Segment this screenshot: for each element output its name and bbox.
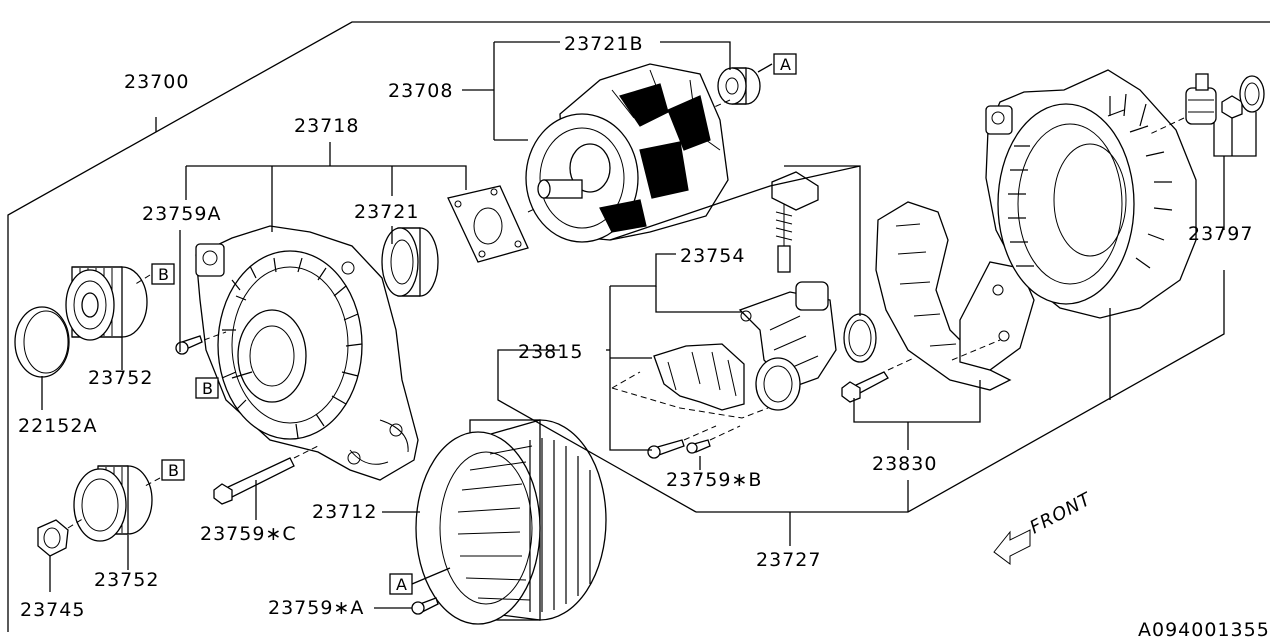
stator-23712[interactable] <box>415 419 607 625</box>
rectifier-23830[interactable] <box>875 201 1035 391</box>
ref-box-a-top: A <box>773 53 797 75</box>
ref-box-a-bottom-letter: A <box>396 575 407 594</box>
ref-box-a-top-letter: A <box>780 55 791 74</box>
label-22152A: 22152A <box>18 415 97 437</box>
label-23752-bottom: 23752 <box>94 569 159 591</box>
bolt-23759A-star[interactable] <box>411 597 439 615</box>
label-23752-top: 23752 <box>88 367 153 389</box>
label-23797: 23797 <box>1188 223 1253 245</box>
pulley-23752-bottom[interactable] <box>73 465 161 570</box>
bolt-23759A[interactable] <box>175 230 227 355</box>
label-23830: 23830 <box>872 453 937 475</box>
label-23759B: 23759∗B <box>666 469 762 491</box>
nut-23745[interactable] <box>37 517 85 592</box>
front-arrow-icon <box>993 529 1031 565</box>
label-23745: 23745 <box>20 599 85 621</box>
label-23708: 23708 <box>388 80 453 102</box>
terminal-nut[interactable] <box>1221 95 1243 119</box>
pulley-cap-22152A[interactable] <box>14 306 70 410</box>
label-23700: 23700 <box>124 71 189 93</box>
front-label: FRONT <box>1026 488 1095 538</box>
drive-end-housing[interactable] <box>195 225 419 481</box>
bolt-23759C[interactable] <box>213 445 319 520</box>
ref-box-b-pulley-letter: B <box>158 265 169 284</box>
assembly-frame <box>7 21 1270 632</box>
ref-box-b-housing: B <box>195 377 219 399</box>
brush-holder-23754[interactable] <box>771 171 819 273</box>
label-23759C: 23759∗C <box>200 523 297 545</box>
seal-ring[interactable] <box>843 313 877 363</box>
bolts-23759B[interactable] <box>647 425 741 459</box>
label-23718: 23718 <box>294 115 359 137</box>
terminal-cap[interactable] <box>1239 75 1265 113</box>
ref-box-b-pulley2-letter: B <box>168 461 179 480</box>
label-23759A: 23759A <box>142 203 221 225</box>
label-23712: 23712 <box>312 501 377 523</box>
brush-holder-assembly[interactable] <box>611 343 769 419</box>
label-23721B: 23721B <box>564 33 643 55</box>
ref-box-b-pulley2: B <box>161 459 185 481</box>
label-23759A-star: 23759∗A <box>268 597 364 619</box>
bearing-23721B[interactable] <box>711 63 773 109</box>
ref-box-a-bottom: A <box>389 573 413 595</box>
bolt-23830[interactable] <box>841 357 915 403</box>
leader-lines <box>185 41 1257 609</box>
ref-box-b-housing-letter: B <box>202 379 213 398</box>
label-23727: 23727 <box>756 549 821 571</box>
label-23815: 23815 <box>518 341 583 363</box>
label-23721: 23721 <box>354 201 419 223</box>
ref-box-b-pulley: B <box>151 263 175 285</box>
terminal-stud[interactable] <box>1149 73 1217 135</box>
voltage-regulator[interactable] <box>738 281 837 411</box>
bearing-23721[interactable] <box>381 227 439 297</box>
diagram-code: A094001355 <box>1138 619 1270 640</box>
rotor-23708[interactable] <box>525 63 729 243</box>
rear-housing[interactable] <box>985 69 1197 319</box>
pulley-23752-top[interactable] <box>65 266 151 370</box>
label-23754: 23754 <box>680 245 745 267</box>
